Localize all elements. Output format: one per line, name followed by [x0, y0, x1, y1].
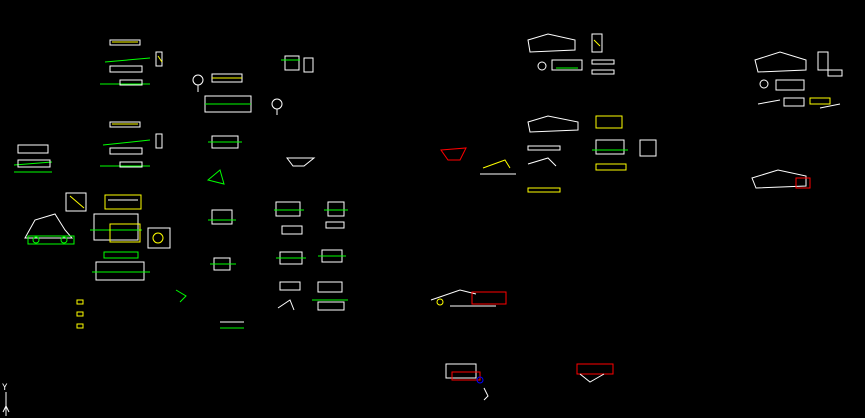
part-undercarriage-right[interactable]: [576, 363, 614, 383]
part-jaw-middle[interactable]: [527, 115, 657, 193]
part-red-bucket[interactable]: [440, 147, 467, 161]
right-cluster-parts[interactable]: [527, 33, 657, 193]
far-right-cluster-parts[interactable]: [751, 51, 843, 189]
part-boom-middle[interactable]: [100, 121, 163, 168]
part-boom-top[interactable]: [100, 39, 163, 86]
part-excavator-body[interactable]: [24, 192, 171, 281]
part-small-markers[interactable]: [76, 289, 187, 329]
part-hook-assembly[interactable]: [192, 55, 314, 149]
part-undercarriage-left[interactable]: [445, 363, 489, 401]
ucs-icon: [2, 392, 10, 416]
part-arm-left[interactable]: [13, 144, 53, 173]
ucs-axis-label: Y: [2, 383, 8, 393]
part-arm-yellow[interactable]: [480, 159, 516, 175]
part-gripper-bottom[interactable]: [751, 169, 811, 189]
part-column-center[interactable]: [206, 157, 316, 329]
part-boom-assembly-red[interactable]: [430, 289, 507, 307]
left-cluster-parts[interactable]: [13, 39, 348, 329]
middle-cluster-parts[interactable]: [430, 147, 614, 401]
part-jaw-top[interactable]: [527, 33, 615, 75]
part-gripper-top[interactable]: [754, 51, 843, 109]
part-column-right[interactable]: [274, 201, 348, 311]
